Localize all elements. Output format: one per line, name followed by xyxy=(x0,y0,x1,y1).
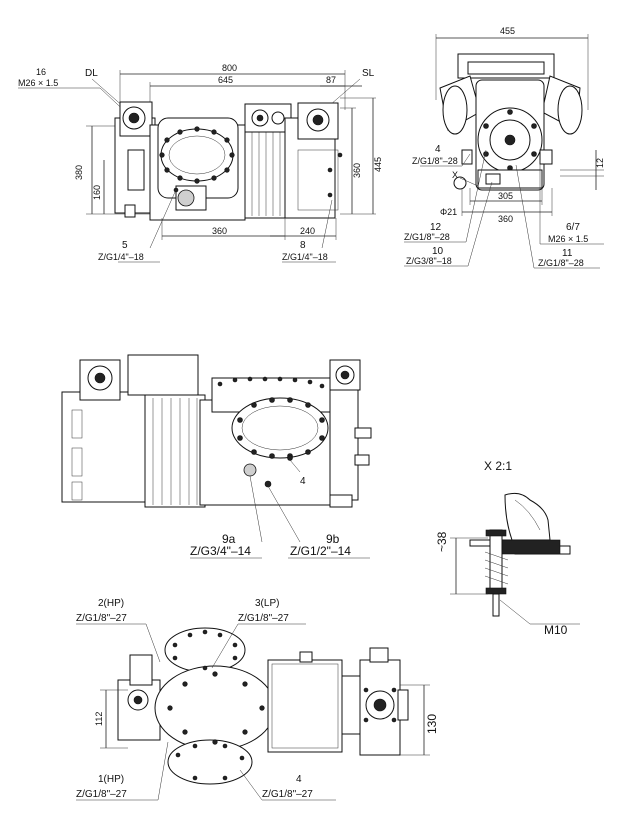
label-9b-code: Z/G1/2"–14 xyxy=(290,544,351,558)
label-2hp-code: Z/G1/8"–27 xyxy=(76,613,127,624)
label-12: 12 xyxy=(430,222,442,233)
label-8-code: Z/G1/4"–18 xyxy=(282,252,328,262)
dim-87: 87 xyxy=(326,75,336,85)
dim-112: 112 xyxy=(94,712,104,726)
dim-12: 12 xyxy=(595,158,605,168)
dim-phi21: Φ21 xyxy=(440,207,457,217)
detail-x: X 2:1 ~38 M10 xyxy=(435,459,580,637)
label-10-code: Z/G3/8"–18 xyxy=(406,256,452,266)
dim-360: 360 xyxy=(498,214,513,224)
label-x: X xyxy=(452,170,458,180)
label-5-code: Z/G1/4"–18 xyxy=(98,252,144,262)
label-2hp: 2(HP) xyxy=(98,598,124,609)
label-4: 4 xyxy=(435,144,441,155)
dim-800: 800 xyxy=(222,63,237,73)
dim-m26: M26 × 1.5 xyxy=(18,78,58,88)
label-5: 5 xyxy=(122,240,128,251)
label-1hp: 1(HP) xyxy=(98,774,124,785)
label-3lp-code: Z/G1/8"–27 xyxy=(238,613,289,624)
dim-16: 16 xyxy=(36,67,46,77)
label-8: 8 xyxy=(300,240,306,251)
detail-dim-38: ~38 xyxy=(435,531,449,552)
end-view: 455 305 360 12 Φ21 X xyxy=(404,26,605,269)
label-9a: 9a xyxy=(222,532,236,546)
top-view: 112 130 2(HP) Z/G1/8"–27 3(LP) Z/G1/8"–2… xyxy=(76,598,439,801)
label-9b: 9b xyxy=(326,532,340,546)
label-4-top: 4 xyxy=(296,774,302,785)
dim-130: 130 xyxy=(425,714,439,734)
dim-380: 380 xyxy=(74,165,84,180)
dim-160: 160 xyxy=(92,185,102,200)
label-6-7-code: M26 × 1.5 xyxy=(548,234,588,244)
detail-m10: M10 xyxy=(544,623,568,637)
label-11-code: Z/G1/8"–28 xyxy=(538,258,584,268)
dim-240: 240 xyxy=(300,226,315,236)
front-view: 4 9a Z/G3/4"–14 9b Z/G1/2"–14 xyxy=(61,354,372,559)
dim-360h: 360 xyxy=(352,163,362,178)
dim-455: 455 xyxy=(500,26,515,36)
label-10: 10 xyxy=(432,246,444,257)
label-4-top-code: Z/G1/8"–27 xyxy=(262,789,313,800)
label-1hp-code: Z/G1/8"–27 xyxy=(76,789,127,800)
front-label-4: 4 xyxy=(300,476,306,487)
label-4-code: Z/G1/8"–28 xyxy=(412,156,458,166)
label-sl: SL xyxy=(362,68,375,79)
label-dl: DL xyxy=(85,68,98,79)
dim-305: 305 xyxy=(498,191,513,201)
dim-360b: 360 xyxy=(212,226,227,236)
label-11: 11 xyxy=(562,248,573,259)
label-6-7: 6/7 xyxy=(566,222,580,233)
detail-title: X 2:1 xyxy=(484,459,512,473)
label-3lp: 3(LP) xyxy=(255,598,279,609)
side-view: 800 645 87 16 M26 × 1.5 DL SL 380 160 36… xyxy=(18,63,383,263)
dim-645: 645 xyxy=(218,75,233,85)
label-12-code: Z/G1/8"–28 xyxy=(404,232,450,242)
label-9a-code: Z/G3/4"–14 xyxy=(190,544,251,558)
dim-445: 445 xyxy=(373,157,383,172)
